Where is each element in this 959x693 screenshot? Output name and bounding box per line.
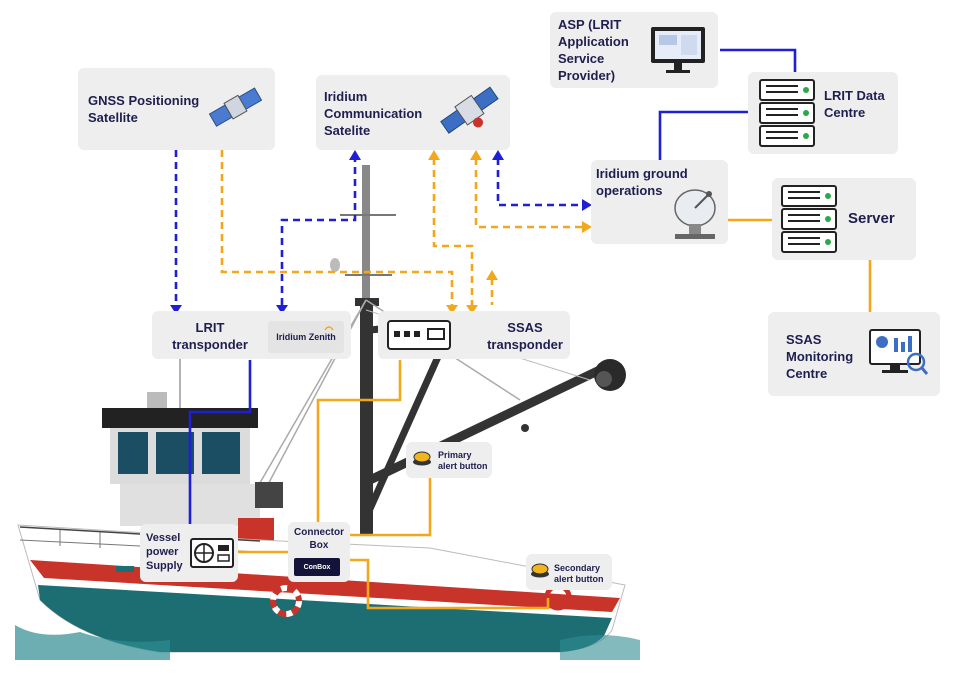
- satellite-icon: [208, 87, 263, 127]
- asp-label: ASP (LRIT Application Service Provider): [558, 17, 629, 83]
- ssas-monitoring-node: [768, 312, 940, 396]
- iridium-ground-label: Iridium ground operations: [596, 166, 688, 198]
- iridium-satellite-node: [316, 75, 510, 150]
- iridium-to-ground-orange-link: [474, 158, 582, 229]
- secondary-alert-label: Secondary alert button: [554, 563, 604, 584]
- connector-box-label: Connector Box: [294, 527, 344, 551]
- alert-button-icon: [531, 563, 549, 578]
- secondary-alert-to-connector-link: [350, 558, 550, 610]
- server-label: Server: [848, 210, 895, 227]
- vessel-power-label: Vessel power Supply: [146, 532, 183, 572]
- iridium-to-ground-blue-link: [496, 158, 582, 207]
- lrit-to-power-link: [188, 360, 252, 527]
- ssas-monitoring-label: SSAS Monitoring Centre: [786, 332, 854, 381]
- gnss-label: GNSS Positioning Satellite: [88, 93, 200, 125]
- lrit-dc-to-ground-link: [658, 110, 748, 160]
- iridium-satellite-label: Iridium Communication Satelite: [324, 89, 423, 138]
- asp-node: [550, 12, 718, 88]
- signal-icon: [324, 326, 334, 331]
- satellite-icon: [440, 86, 499, 134]
- ssas-transponder-label: SSAS transponder: [487, 320, 563, 352]
- transponder-device-icon: [387, 320, 451, 350]
- lrit-data-centre-label: LRIT Data Centre: [824, 88, 885, 120]
- arrowheads: [170, 150, 592, 314]
- secondary-alert-node: [526, 554, 612, 590]
- iridium-zenith-label: Iridium Zenith: [276, 332, 336, 342]
- gnss-satellite-node: [78, 68, 275, 150]
- iridium-zenith-badge: Iridium Zenith: [268, 321, 344, 353]
- primary-alert-label: Primary alert button: [438, 450, 488, 471]
- dashboard-monitor-icon: [869, 329, 928, 375]
- satellite-dish-icon: [674, 189, 716, 239]
- monitor-icon: [651, 27, 705, 73]
- primary-alert-to-connector-link: [350, 478, 432, 537]
- server-rack-icon: [759, 79, 815, 147]
- power-supply-icon: [190, 538, 234, 568]
- lrit-transponder-label: LRIT transponder: [172, 320, 248, 352]
- gnss-to-ssas-link: [220, 150, 454, 305]
- ssas-transponder-node: [378, 311, 570, 359]
- conbox-chip: ConBox: [294, 558, 340, 576]
- server-rack-icon: [781, 185, 837, 253]
- vessel-power-node: [140, 524, 238, 582]
- connectors: [174, 48, 872, 610]
- ssas-to-connector-link: [316, 360, 402, 525]
- lrit-to-iridium-link: [280, 158, 357, 305]
- server-node: [772, 178, 916, 260]
- asp-to-lrit-dc-link: [720, 48, 797, 72]
- primary-alert-node: [406, 442, 492, 478]
- lrit-data-centre-node: [748, 72, 898, 154]
- alert-button-icon: [413, 451, 431, 466]
- iridium-ground-node: [591, 160, 728, 244]
